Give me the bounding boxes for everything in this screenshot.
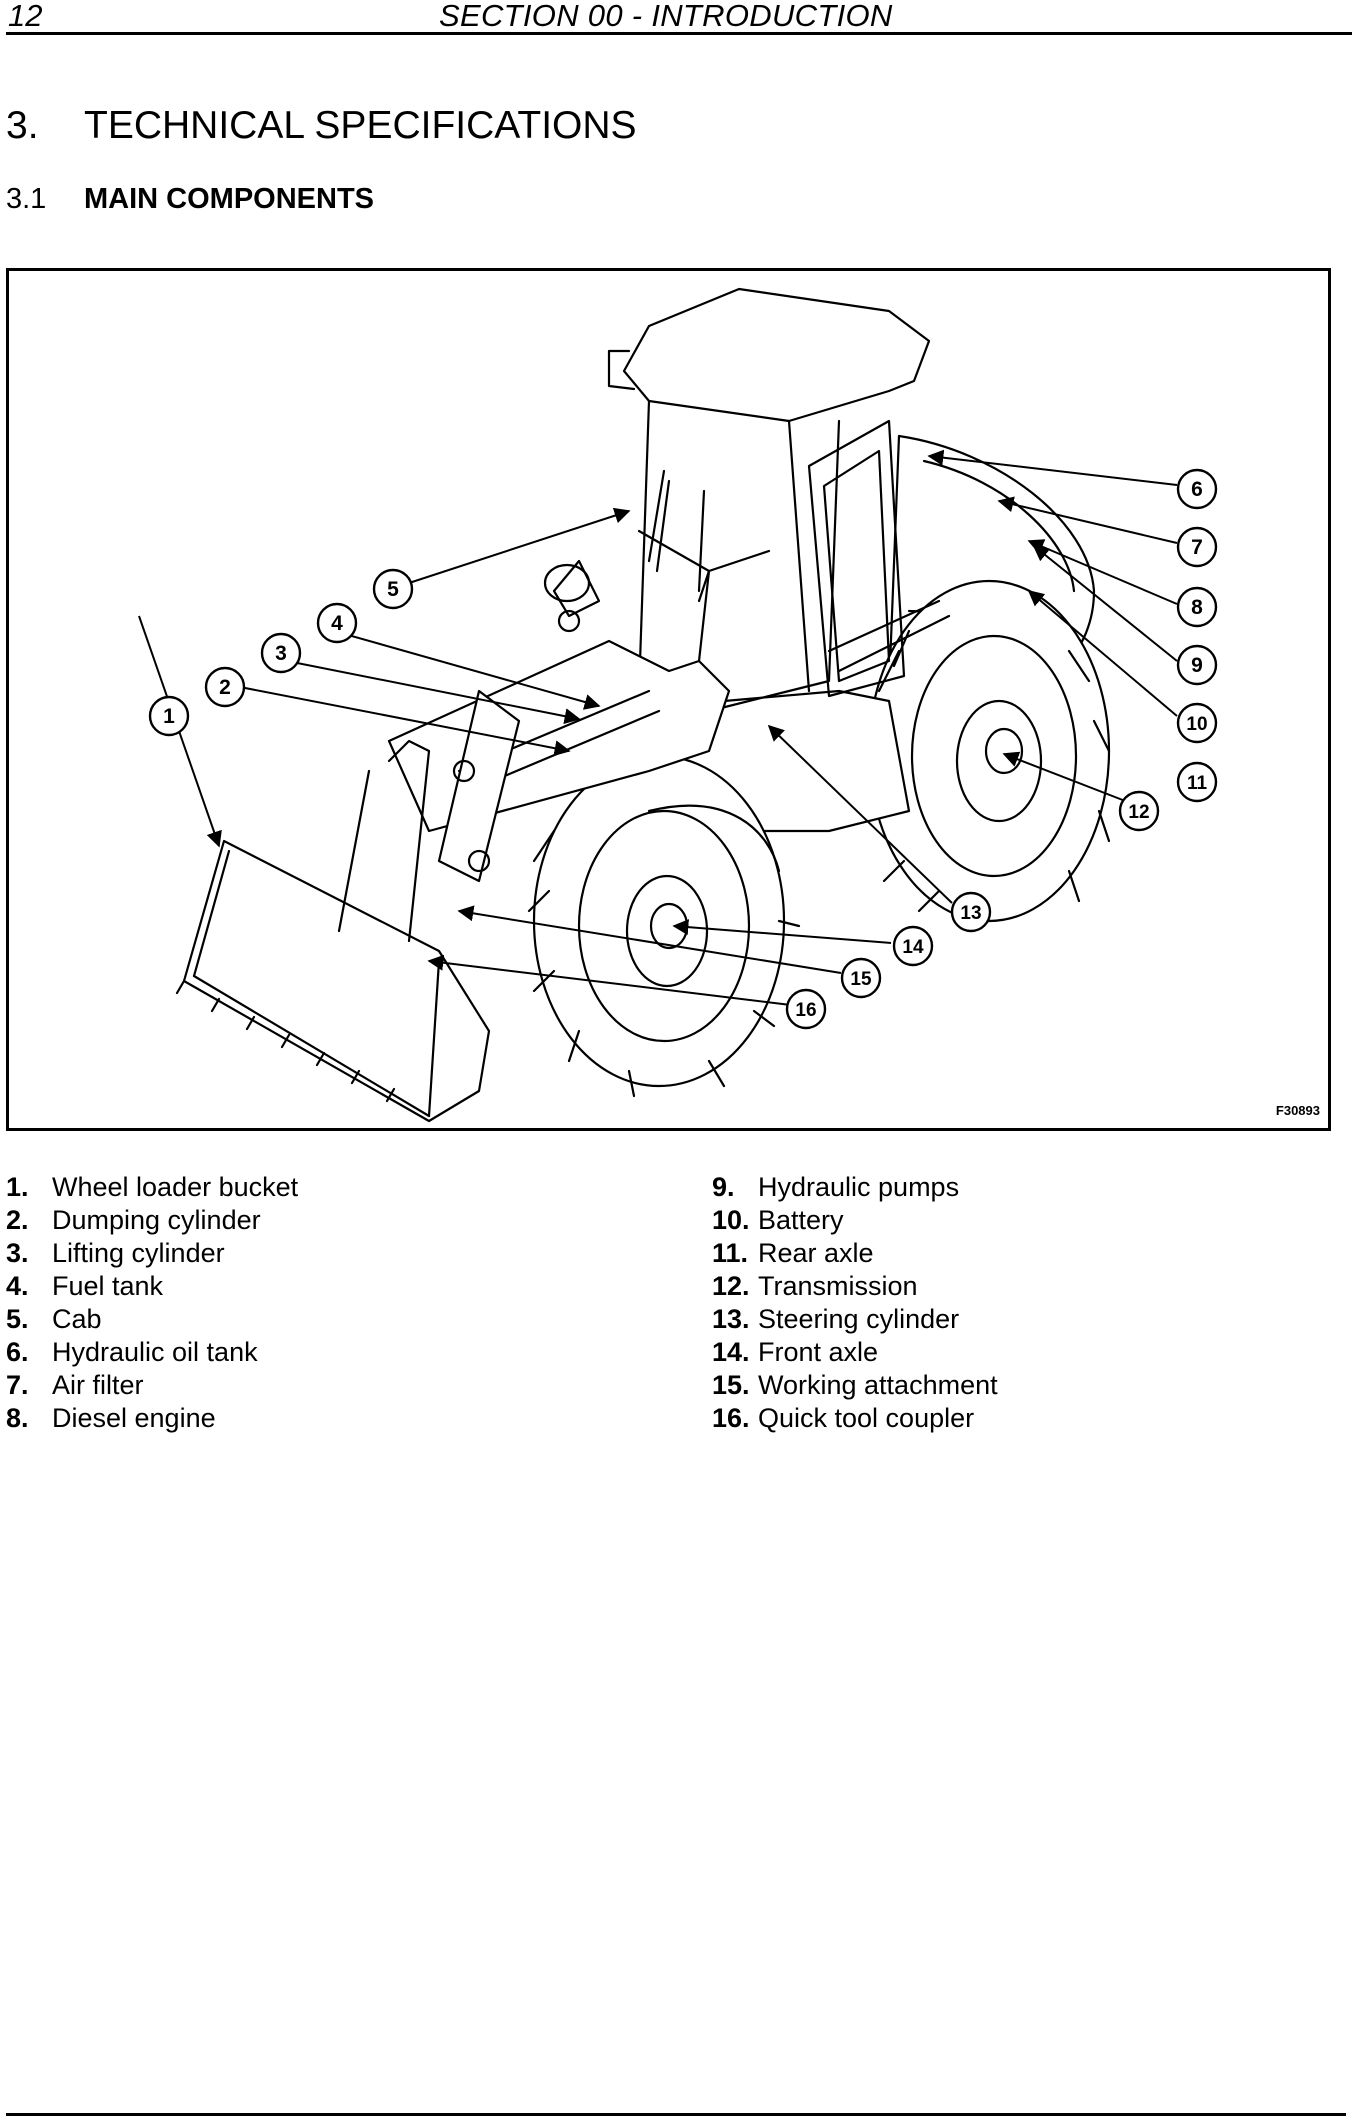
page-title-number: 3. <box>6 104 39 147</box>
legend-number: 16. <box>712 1403 750 1433</box>
legend-label: Lifting cylinder <box>52 1238 225 1268</box>
callout-label-7: 7 <box>1191 536 1203 559</box>
legend-item: 10. Battery <box>712 1204 998 1237</box>
legend-number: 7. <box>6 1370 29 1400</box>
callout-11 <box>1176 761 1218 803</box>
callout-8 <box>1176 586 1218 628</box>
callout-15 <box>840 957 882 999</box>
figure-code: F30893 <box>1275 1103 1320 1118</box>
legend-number: 6. <box>6 1337 29 1367</box>
callout-label-11: 11 <box>1187 773 1208 794</box>
legend-number: 9. <box>712 1172 735 1202</box>
callout-label-14: 14 <box>902 937 924 958</box>
callout-label-15: 15 <box>850 969 872 990</box>
callout-5 <box>372 568 414 610</box>
callout-label-16: 16 <box>795 1000 816 1021</box>
callout-label-3: 3 <box>275 642 287 665</box>
legend-number: 5. <box>6 1304 29 1334</box>
callout-label-5: 5 <box>387 578 399 601</box>
legend-item: 13. Steering cylinder <box>712 1303 998 1336</box>
legend-number: 15. <box>712 1370 750 1400</box>
legend-label: Front axle <box>758 1337 879 1367</box>
legend-item: 12. Transmission <box>712 1270 998 1303</box>
callout-1 <box>148 695 190 737</box>
legend-label: Cab <box>52 1304 102 1334</box>
legend-item: 1. Wheel loader bucket <box>6 1171 298 1204</box>
legend-number: 14. <box>712 1337 750 1367</box>
legend-item: 8. Diesel engine <box>6 1402 298 1435</box>
callout-label-13: 13 <box>960 903 981 924</box>
section-title: SECTION 00 - INTRODUCTION <box>439 0 893 33</box>
callout-label-8: 8 <box>1191 596 1203 619</box>
legend-label: Dumping cylinder <box>52 1205 261 1235</box>
legend-number: 13. <box>712 1304 750 1334</box>
callout-9 <box>1176 644 1218 686</box>
callout-2 <box>204 666 246 708</box>
legend-item: 7. Air filter <box>6 1369 298 1402</box>
subsection-title: 3.1 MAIN COMPONENTS <box>6 183 374 216</box>
legend-label: Steering cylinder <box>758 1304 960 1334</box>
legend-label: Battery <box>758 1205 844 1235</box>
callout-10 <box>1176 702 1218 744</box>
legend-right-column: 9. Hydraulic pumps 10. Battery 11. Rear axl… <box>712 1171 998 1435</box>
legend-number: 2. <box>6 1205 29 1235</box>
legend-item: 16. Quick tool coupler <box>712 1402 998 1435</box>
callout-label-1: 1 <box>163 705 175 728</box>
subsection-number: 3.1 <box>6 183 47 215</box>
subsection-text: MAIN COMPONENTS <box>84 183 374 215</box>
callout-label-9: 9 <box>1191 654 1203 677</box>
legend-item: 15. Working attachment <box>712 1369 998 1402</box>
callout-13 <box>950 891 992 933</box>
legend-item: 5. Cab <box>6 1303 298 1336</box>
callout-label-2: 2 <box>219 676 231 699</box>
callout-4 <box>316 602 358 644</box>
legend-label: Air filter <box>52 1370 144 1400</box>
page-title: 3. TECHNICAL SPECIFICATIONS <box>6 104 637 148</box>
page-title-text: TECHNICAL SPECIFICATIONS <box>84 104 637 147</box>
wheel-loader-illustration <box>175 287 1111 1123</box>
callout-label-6: 6 <box>1191 478 1203 501</box>
legend-number: 3. <box>6 1238 29 1268</box>
callout-14 <box>892 925 934 967</box>
callout-leaders: 1 2 3 4 5 6 7 8 9 10 11 12 13 14 15 16 <box>138 449 1218 1030</box>
legend-item: 4. Fuel tank <box>6 1270 298 1303</box>
legend-label: Working attachment <box>758 1370 998 1400</box>
callout-12 <box>1118 790 1160 832</box>
legend-label: Hydraulic oil tank <box>52 1337 258 1367</box>
legend-number: 10. <box>712 1205 750 1235</box>
legend-number: 1. <box>6 1172 29 1202</box>
page-header: 12 SECTION 00 - INTRODUCTION <box>6 0 1352 35</box>
legend-number: 12. <box>712 1271 750 1301</box>
callout-label-12: 12 <box>1128 802 1149 823</box>
legend-item: 9. Hydraulic pumps <box>712 1171 998 1204</box>
legend-left-column: 1. Wheel loader bucket 2. Dumping cylinder… <box>6 1171 298 1435</box>
legend-item: 14. Front axle <box>712 1336 998 1369</box>
callout-6 <box>1176 468 1218 510</box>
footer-rule <box>6 2113 1346 2116</box>
legend-item: 6. Hydraulic oil tank <box>6 1336 298 1369</box>
callout-label-10: 10 <box>1186 714 1207 735</box>
callout-3 <box>260 632 302 674</box>
callout-label-4: 4 <box>331 612 343 635</box>
legend-label: Rear axle <box>758 1238 874 1268</box>
legend-label: Diesel engine <box>52 1403 216 1433</box>
callout-16 <box>785 988 827 1030</box>
components-figure: 1 2 3 4 5 6 7 8 9 10 11 12 13 14 15 16 F… <box>6 268 1331 1131</box>
legend-number: 4. <box>6 1271 29 1301</box>
legend-item: 2. Dumping cylinder <box>6 1204 298 1237</box>
legend-label: Quick tool coupler <box>758 1403 975 1433</box>
page-number: 12 <box>8 0 43 33</box>
legend-label: Hydraulic pumps <box>758 1172 960 1202</box>
legend-item: 11. Rear axle <box>712 1237 998 1270</box>
legend-item: 3. Lifting cylinder <box>6 1237 298 1270</box>
legend-label: Fuel tank <box>52 1271 164 1301</box>
legend-label: Wheel loader bucket <box>52 1172 299 1202</box>
callout-7 <box>1176 526 1218 568</box>
legend-number: 11. <box>712 1238 749 1268</box>
legend-number: 8. <box>6 1403 29 1433</box>
legend-label: Transmission <box>758 1271 918 1301</box>
